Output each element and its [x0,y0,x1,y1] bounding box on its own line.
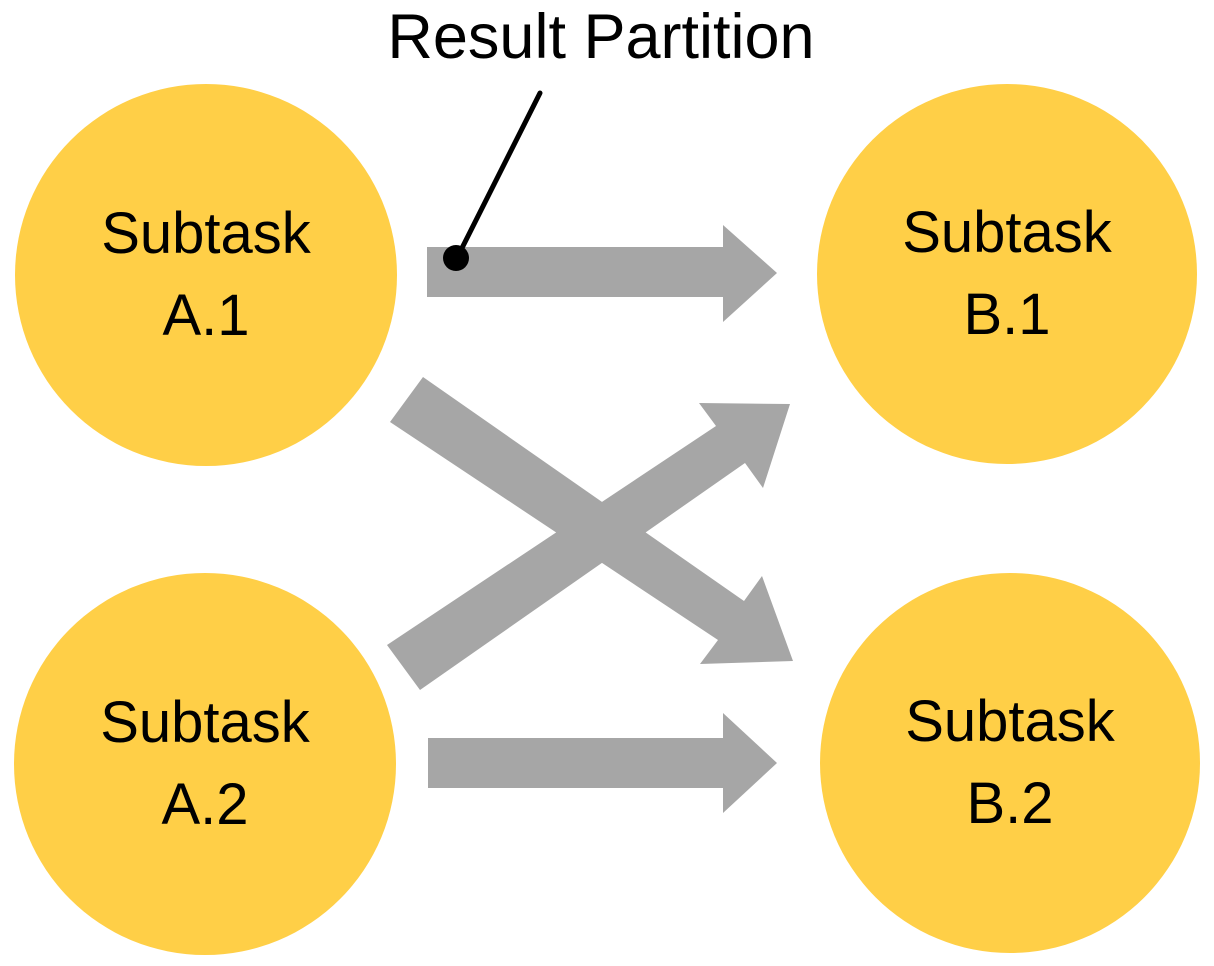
node-a2-line2: A.2 [161,772,249,837]
node-a2-line1: Subtask [100,689,310,755]
node-subtask-b2[interactable]: Subtask B.2 [820,573,1200,953]
node-b2-line1: Subtask [905,688,1115,754]
node-subtask-a2[interactable]: Subtask A.2 [14,573,396,955]
node-a1-line2: A.1 [162,283,250,348]
annotation-label: Result Partition [387,2,815,72]
arrow-a2-to-b2[interactable] [428,713,777,813]
node-a1-line1: Subtask [101,200,311,266]
node-subtask-b1[interactable]: Subtask B.1 [817,84,1197,464]
node-subtask-a1[interactable]: Subtask A.1 [15,84,397,466]
node-b1-line2: B.1 [963,282,1051,347]
node-b1-line1: Subtask [902,199,1112,265]
arrow-a1-to-b1[interactable] [427,225,777,322]
arrow-a2-to-b1[interactable] [387,403,790,690]
node-b2-line2: B.2 [966,771,1054,836]
